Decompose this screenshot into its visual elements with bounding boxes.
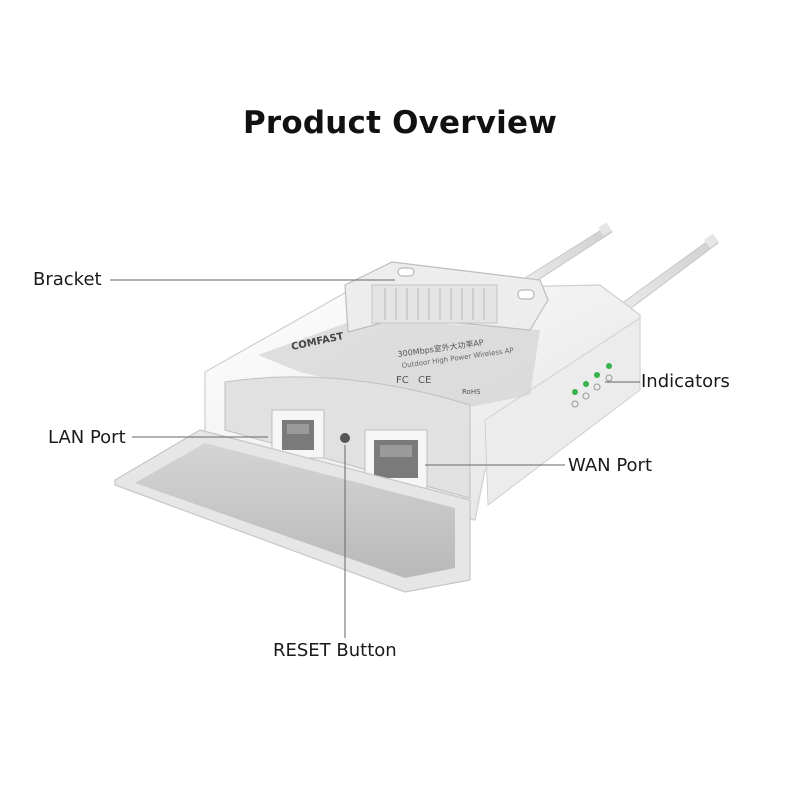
- bracket-label: Bracket: [33, 269, 102, 290]
- indicator-leds: [571, 363, 613, 408]
- wan-port-label: WAN Port: [568, 455, 652, 476]
- reset-button-icon: [340, 433, 350, 443]
- lan-port-icon: [271, 409, 325, 459]
- lan-port-label: LAN Port: [48, 427, 126, 448]
- bracket-icon: [344, 261, 549, 333]
- cert-rohs: RoHS: [462, 388, 481, 396]
- lid-cover: [114, 429, 471, 593]
- page-title: Product Overview: [242, 105, 558, 141]
- indicators-label: Indicators: [641, 371, 730, 392]
- callout-lines: [110, 279, 640, 638]
- cert-fc: FC: [396, 375, 409, 386]
- reset-button-label: RESET Button: [273, 640, 397, 661]
- cert-ce: CE: [418, 375, 431, 386]
